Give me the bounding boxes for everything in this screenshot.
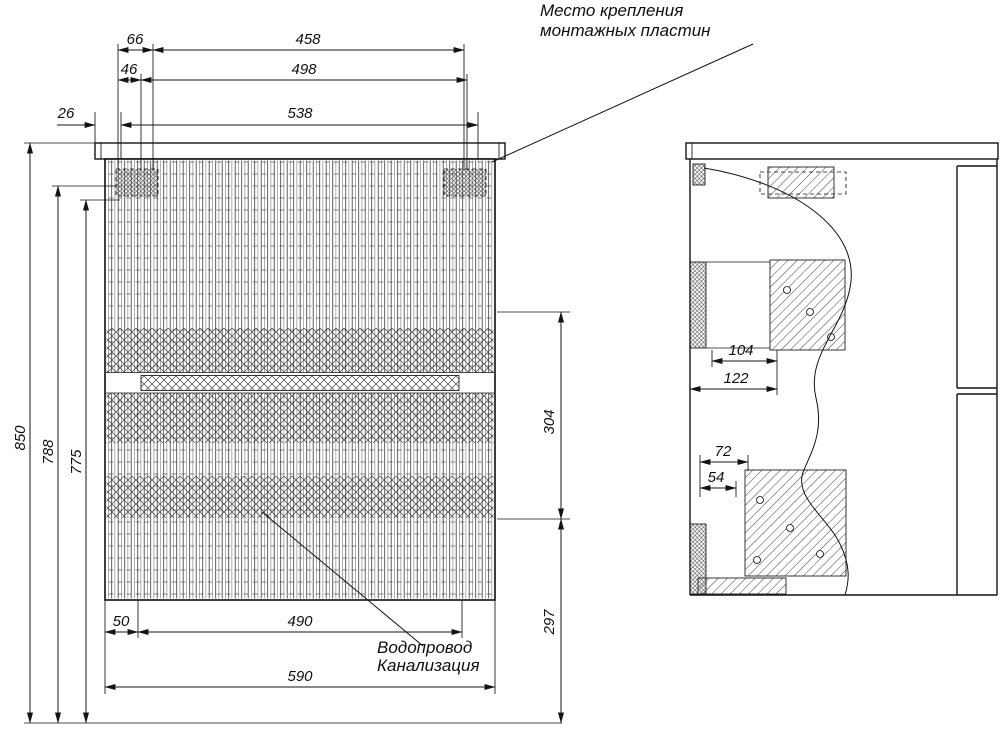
front-view bbox=[94, 142, 506, 601]
callouts: Место крепления монтажных пластин Водопр… bbox=[261, 1, 754, 675]
front-dimensions-right: 304 297 bbox=[497, 311, 570, 724]
hanging-bracket bbox=[692, 163, 706, 186]
wall-rail-upper bbox=[689, 261, 707, 349]
section-break-curve bbox=[703, 167, 852, 596]
dim-122: 122 bbox=[723, 370, 749, 387]
dim-50: 50 bbox=[113, 613, 130, 630]
mounting-leader-line bbox=[491, 43, 754, 163]
dim-104: 104 bbox=[728, 342, 753, 359]
dim-850: 850 bbox=[12, 425, 29, 451]
dim-788: 788 bbox=[40, 439, 57, 465]
drawer-fronts-side bbox=[956, 159, 998, 595]
mounting-callout-line2: монтажных пластин bbox=[540, 21, 711, 40]
side-view bbox=[685, 142, 999, 596]
screw-hole bbox=[753, 556, 761, 564]
wall-rail-lower bbox=[689, 523, 707, 595]
screw-hole bbox=[756, 496, 764, 504]
plinth-section bbox=[697, 577, 787, 595]
countertop bbox=[94, 142, 506, 160]
dim-297: 297 bbox=[541, 609, 558, 636]
side-countertop bbox=[685, 142, 999, 160]
side-dimensions: 104 122 72 54 bbox=[689, 342, 778, 497]
dim-304: 304 bbox=[541, 409, 558, 434]
front-dimensions-bottom: 50 490 590 bbox=[104, 600, 496, 694]
dim-26: 26 bbox=[57, 105, 75, 122]
dim-72: 72 bbox=[715, 443, 732, 460]
dim-590: 590 bbox=[287, 668, 313, 685]
plumbing-callout-line2: Канализация bbox=[377, 656, 480, 675]
plumbing-callout-line1: Водопровод bbox=[377, 638, 472, 657]
screw-hole bbox=[806, 308, 814, 316]
mounting-plate-right bbox=[443, 168, 487, 197]
dim-490: 490 bbox=[287, 613, 313, 630]
dim-46: 46 bbox=[121, 61, 138, 78]
dim-54: 54 bbox=[708, 469, 725, 486]
front-dimensions-left: 850 788 775 bbox=[12, 142, 562, 724]
screw-hole bbox=[783, 286, 791, 294]
mounting-callout-line1: Место крепления bbox=[540, 1, 683, 20]
plumbing-leader-line bbox=[261, 511, 424, 647]
screw-hole bbox=[816, 550, 824, 558]
drawer-gap bbox=[106, 372, 494, 394]
dim-775: 775 bbox=[68, 449, 85, 475]
mounting-plate-left bbox=[115, 168, 159, 197]
screw-hole bbox=[786, 524, 794, 532]
dim-498: 498 bbox=[291, 61, 317, 78]
dim-458: 458 bbox=[295, 31, 321, 48]
front-dimensions-top: 66 458 46 498 26 538 bbox=[57, 31, 479, 170]
lower-mounting-plate bbox=[744, 469, 847, 577]
dim-66: 66 bbox=[127, 31, 144, 48]
dim-538: 538 bbox=[287, 105, 313, 122]
